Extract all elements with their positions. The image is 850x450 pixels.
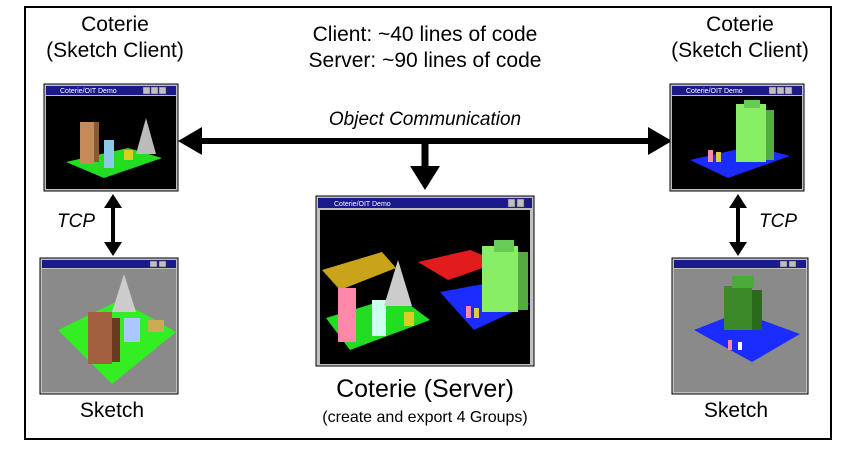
client-code-lines: Client: ~40 lines of code: [312, 23, 538, 46]
left-client-window: Coterie/OIT Demo: [43, 83, 179, 192]
right-client-window: Coterie/OIT Demo: [669, 83, 805, 192]
code-stats: Client: ~40 lines of code Server: ~90 li…: [270, 22, 580, 74]
server-down-arrow: [410, 141, 440, 190]
object-communication-label: Object Communication: [328, 109, 522, 130]
left-sketch-window: [39, 257, 179, 395]
top-left-client-role: (Sketch Client): [46, 39, 184, 62]
sketch-left-label: Sketch: [79, 399, 145, 422]
server-window: Coterie/OIT Demo: [315, 195, 535, 367]
server-subtitle: (create and export 4 Groups): [322, 409, 528, 426]
top-right-client-name: Coterie: [706, 13, 774, 36]
top-left-client-title: Coterie (Sketch Client): [20, 12, 210, 64]
diagram-border: [24, 6, 832, 440]
right-sketch-window: [671, 257, 809, 395]
server-title: Coterie (Server): [336, 375, 514, 403]
right-client-window-title: Coterie/OIT Demo: [686, 88, 743, 95]
left-client-window-title: Coterie/OIT Demo: [60, 88, 117, 95]
tcp-right-label: TCP: [759, 211, 797, 232]
tcp-left-label: TCP: [57, 211, 95, 232]
sketch-right-label: Sketch: [703, 399, 769, 422]
top-left-client-name: Coterie: [81, 13, 149, 36]
tcp-right-arrow: [729, 194, 747, 256]
top-right-client-title: Coterie (Sketch Client): [645, 12, 835, 64]
server-code-lines: Server: ~90 lines of code: [308, 49, 542, 72]
top-right-client-role: (Sketch Client): [671, 39, 809, 62]
tcp-left-arrow: [104, 194, 122, 256]
server-window-title: Coterie/OIT Demo: [334, 201, 391, 208]
